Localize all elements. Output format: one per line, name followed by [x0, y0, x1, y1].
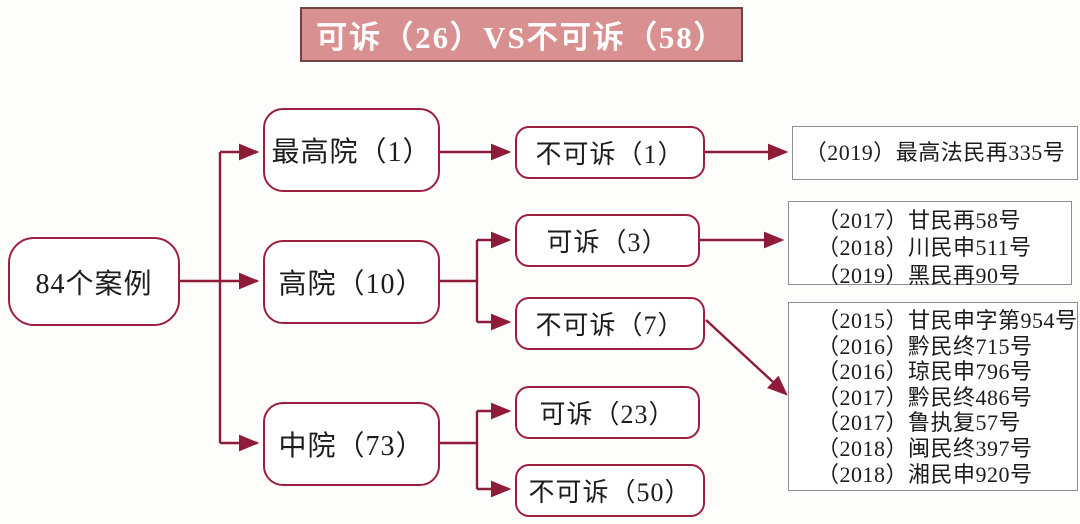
node-suable-3: 可诉（3）: [515, 214, 700, 267]
node-intermediate-court: 中院（73）: [263, 402, 440, 486]
connector-mid-stub: [440, 411, 479, 489]
title-banner: 可诉（26）VS不可诉（58）: [300, 7, 743, 62]
case-number: （2018）川民申511号: [817, 235, 1032, 261]
node-nonsuable-50: 不可诉（50）: [515, 464, 705, 517]
connector-high-stub: [440, 240, 479, 322]
node-total-cases: 84个案例: [8, 237, 180, 326]
case-number: （2017）甘民再58号: [817, 208, 1022, 233]
case-number: （2018）闽民终397号: [817, 435, 1033, 461]
node-suable-23: 可诉（23）: [515, 386, 700, 439]
case-list-suable-3: （2017）甘民再58号 （2018）川民申511号 （2019）黑民再90号: [788, 201, 1072, 288]
case-number: （2015）甘民申字第954号: [817, 308, 1078, 333]
connector-nosuit7-cases: [705, 319, 788, 396]
case-number: （2017）鲁执复57号: [817, 410, 1022, 436]
case-number: （2017）黔民终486号: [817, 384, 1033, 410]
case-number: （2019）黑民再90号: [817, 262, 1022, 288]
case-list-nonsuable-1: （2019）最高法民再335号: [792, 126, 1078, 180]
node-supreme-court: 最高院（1）: [263, 108, 440, 192]
case-number: （2016）黔民终715号: [817, 333, 1033, 359]
case-list-nonsuable-7: （2015）甘民申字第954号 （2016）黔民终715号 （2016）琼民申7…: [788, 302, 1078, 491]
case-number: （2019）最高法民再335号: [804, 140, 1066, 166]
case-number: （2016）琼民申796号: [817, 359, 1033, 385]
connector-root-trunk: [180, 152, 222, 443]
node-high-court: 高院（10）: [263, 240, 440, 324]
node-nonsuable-7: 不可诉（7）: [515, 297, 705, 350]
case-number: （2018）湘民申920号: [817, 461, 1033, 487]
node-nonsuable-1: 不可诉（1）: [515, 126, 705, 179]
